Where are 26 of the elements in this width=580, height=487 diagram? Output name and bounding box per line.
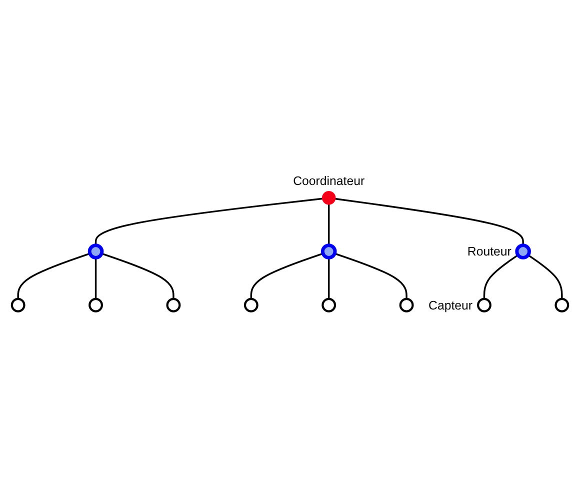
connector [334,198,524,246]
connector [328,258,330,300]
node-circle [88,244,104,260]
connector [101,253,174,300]
node-circle [320,244,337,260]
node-caption: Coordinateur [293,174,365,188]
node-circle [10,298,26,313]
node-circle [515,244,531,260]
node-circle [554,298,570,313]
connector [250,253,324,300]
node-circle [244,298,258,313]
connector [17,253,90,300]
node-caption: Capteur [428,298,473,313]
node-circle [477,298,492,313]
connector [528,254,563,300]
connector [334,253,408,300]
connector [483,254,518,300]
connector [328,204,330,246]
node-circle [322,191,336,206]
node-circle [88,298,103,313]
node-circle [322,298,336,313]
node-circle [166,298,181,313]
connector [94,198,323,246]
node-caption: Routeur [467,245,512,260]
connector [94,258,97,300]
node-circle [399,298,414,313]
